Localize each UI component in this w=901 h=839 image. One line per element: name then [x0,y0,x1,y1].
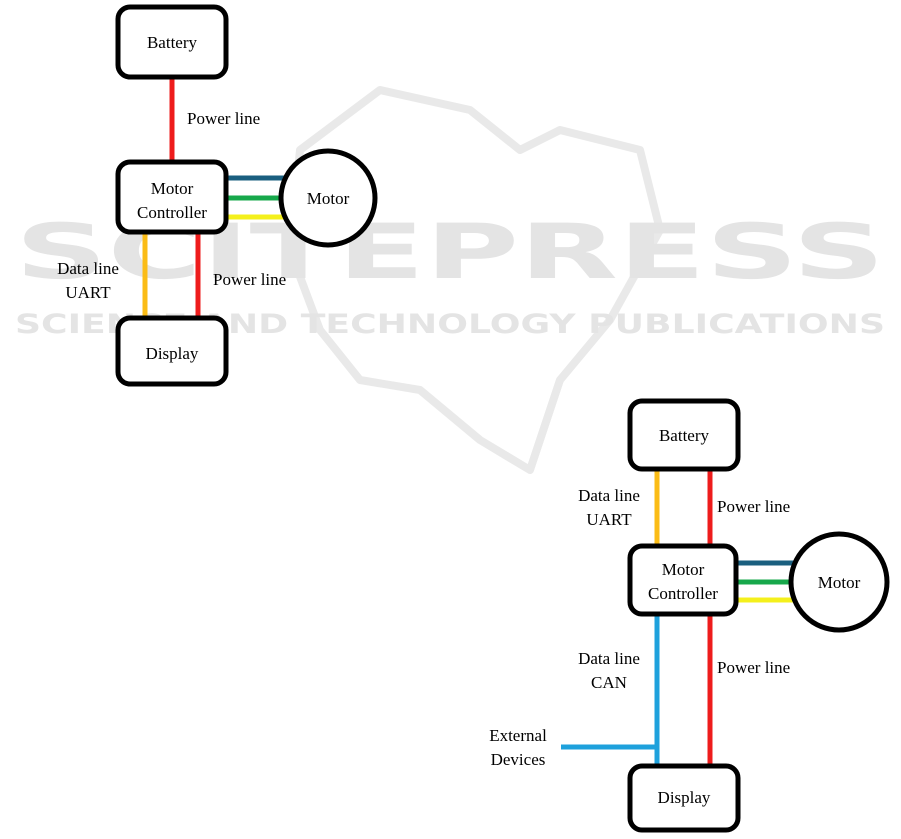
d2-display-box: Display [630,766,738,830]
diagram-2: Battery Motor Controller Motor Display D… [489,401,887,830]
d1-motor-circle: Motor [281,151,375,245]
d1-power-line-top-label: Power line [187,109,260,128]
d2-data-line-bottom-label: Data line [578,649,640,668]
d2-battery-box: Battery [630,401,738,469]
d2-external-devices-label-line1: External [489,726,547,745]
d1-display-box: Display [118,318,226,384]
d2-motor-controller-box: Motor Controller [630,546,736,614]
d1-power-line-bottom-label: Power line [213,270,286,289]
d1-data-line-label: Data line [57,259,119,278]
d2-data-line-top-label: Data line [578,486,640,505]
d2-power-line-bottom-label: Power line [717,658,790,677]
d2-power-line-top-label: Power line [717,497,790,516]
d1-motor-controller-box: Motor Controller [118,162,226,232]
d2-controller-label-line2: Controller [648,584,718,603]
d2-motor-label: Motor [818,573,861,592]
d1-controller-label-line1: Motor [151,179,194,198]
d2-battery-label: Battery [659,426,710,445]
d2-controller-label-line1: Motor [662,560,705,579]
d1-battery-label: Battery [147,33,198,52]
d2-data-protocol-bottom-label: CAN [591,673,627,692]
d2-display-label: Display [658,788,711,807]
d1-display-label: Display [146,344,199,363]
d1-data-protocol-label: UART [65,283,111,302]
d1-motor-label: Motor [307,189,350,208]
d1-controller-label-line2: Controller [137,203,207,222]
d2-external-devices-label-line2: Devices [491,750,546,769]
d1-battery-box: Battery [118,7,226,77]
d2-data-protocol-top-label: UART [586,510,632,529]
d2-motor-circle: Motor [791,534,887,630]
